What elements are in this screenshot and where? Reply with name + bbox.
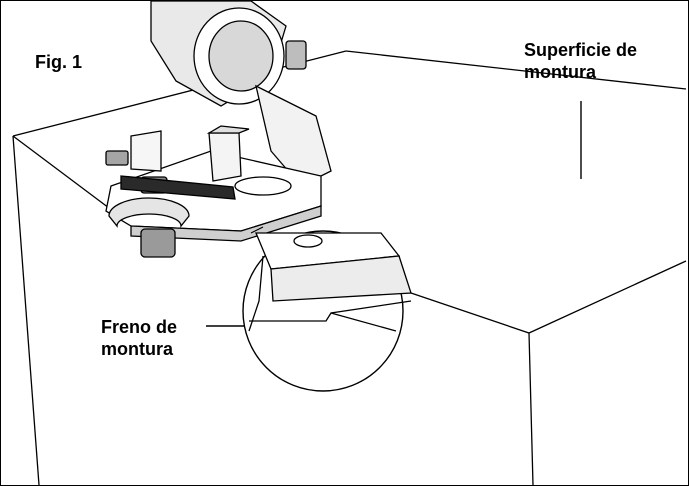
clamp-tower [208, 132, 242, 182]
detail-plate-edge [270, 255, 412, 302]
detail-magnifier [242, 226, 412, 392]
arm-knob [285, 40, 307, 70]
chain-guide-bar [120, 175, 236, 200]
mount-brake-callout: Freno de montura [101, 317, 178, 359]
detail-box-edge [330, 312, 397, 332]
detail-connector [250, 226, 264, 234]
rear-bracket [130, 130, 162, 172]
left-screw [105, 150, 129, 166]
mount-surface-callout: Superficie de montura [524, 40, 638, 82]
front-knob [140, 228, 176, 258]
angle-scale [108, 197, 190, 228]
box-top-right-edge [345, 50, 687, 90]
figure-number-label: Fig. 1 [35, 52, 83, 72]
detail-content [248, 232, 412, 332]
clamp-tower-top [206, 125, 250, 134]
box-right-vertical-edge [528, 332, 534, 485]
detail-brake-step [249, 300, 412, 322]
leader-lines [206, 101, 582, 327]
grinder-wheel-inner [208, 20, 274, 92]
sharpener-machine [105, 1, 332, 258]
box-right-front-edge [410, 260, 687, 334]
box-front-edge [12, 135, 114, 212]
detail-left-curve [248, 255, 264, 332]
logo-badge [234, 176, 292, 196]
base-plate-front [130, 205, 322, 242]
detail-logo [293, 234, 323, 248]
box-left-vertical-edge [12, 135, 40, 485]
